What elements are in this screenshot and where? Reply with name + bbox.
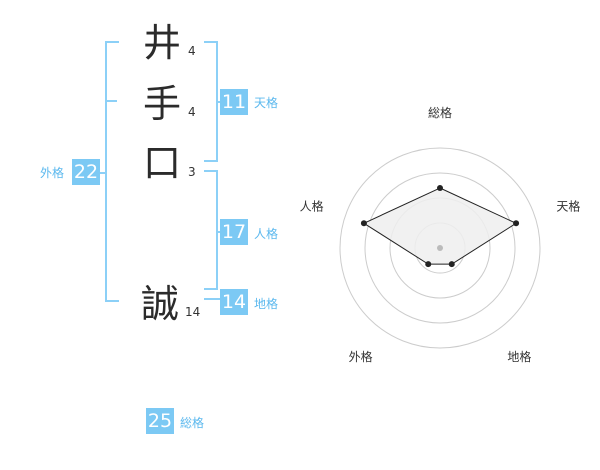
name-char-4: 誠 [141,282,180,326]
stroke-count-1: 4 [188,44,196,58]
radar-ring-3 [364,172,516,324]
jin-bracket [204,170,218,290]
stroke-count-4: 14 [185,305,201,319]
gai-label: 外格 [40,166,65,180]
gai-badge: 22 [72,159,100,185]
radar-ring-4 [339,147,541,349]
radar-axis-label-2: 天格 [556,198,580,213]
radar-axis-label-4: 外格 [349,349,373,364]
gai-bracket-tick [105,100,117,102]
radar-point-2 [513,220,520,227]
name-char-1: 井 [143,21,182,65]
jin-badge: 17 [220,219,248,245]
ten-badge: 11 [220,89,248,115]
sou-badge: 25 [146,408,174,434]
name-char-3: 口 [143,141,182,185]
radar-point-3 [448,261,455,268]
gai-bracket [105,41,119,302]
radar-axis-label-3: 地格 [507,349,531,364]
chi-connector [204,298,222,300]
radar-point-1 [437,185,443,191]
chi-label: 地格 [254,297,279,311]
sou-label: 総格 [180,416,205,430]
ten-bracket [204,41,218,162]
stroke-count-2: 4 [188,105,196,119]
radar-center [437,245,443,251]
radar-area [362,187,518,265]
stroke-count-3: 3 [188,165,196,179]
name-char-2: 手 [143,82,182,126]
chi-badge: 14 [220,289,248,315]
ten-label: 天格 [254,96,279,110]
radar-point-4 [425,261,432,268]
radar-axis-label-5: 人格 [300,198,324,213]
radar-axis-label-1: 総格 [428,105,452,120]
jin-label: 人格 [254,227,279,241]
radar-point-5 [360,220,367,227]
gai-connector [99,172,105,174]
